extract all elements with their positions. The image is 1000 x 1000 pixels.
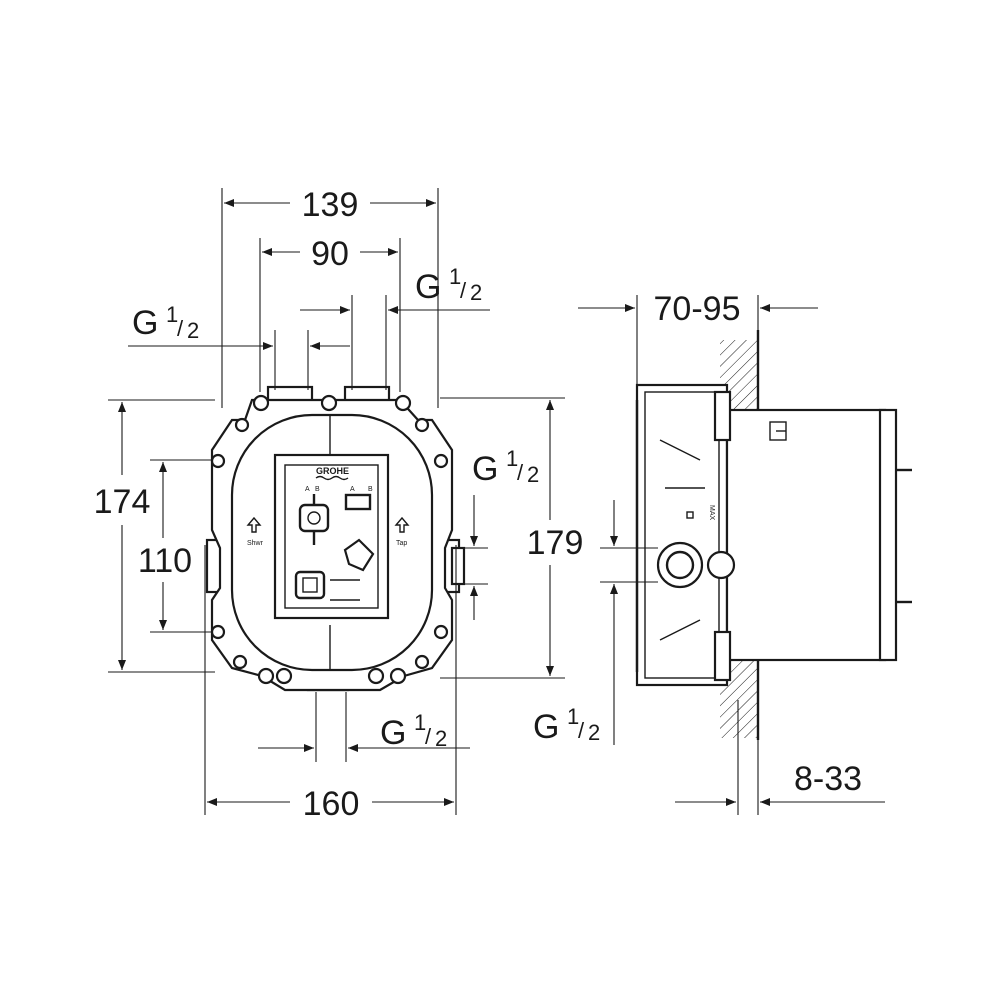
thread-bottom-side-den: 2 <box>588 720 600 745</box>
right-port-label: Tap <box>396 540 407 547</box>
dim-inlet-spacing: 90 <box>311 235 349 273</box>
dim-height-left: 174 <box>94 483 151 521</box>
valve-center-icon <box>307 511 321 525</box>
side-view: MAX <box>635 330 912 740</box>
thread-top-left-den: 2 <box>187 318 199 343</box>
side-max-label: MAX <box>708 505 715 521</box>
brand-logo: GROHE <box>316 466 349 476</box>
arrow-up-icon <box>394 516 410 533</box>
thread-bottom-side: G <box>533 708 559 746</box>
box-body <box>635 383 729 687</box>
svg-text:/: / <box>578 718 585 743</box>
thread-top-left-num: 1 <box>166 302 178 327</box>
thermostat-icon <box>294 570 326 600</box>
dim-width-bottom: 160 <box>303 785 360 823</box>
dimension-lines: 139 90 G 1 / 2 G 1 / 2 174 <box>94 186 885 823</box>
dim-width-top: 139 <box>302 186 359 224</box>
arrow-up-icon <box>246 516 262 533</box>
instruction-plate <box>273 453 390 620</box>
dim-height-right: 179 <box>527 524 584 562</box>
thread-right-side-num: 1 <box>506 446 518 471</box>
diverter-icon <box>344 493 372 511</box>
thread-bottom-front: G <box>380 714 406 752</box>
upper-lug <box>713 390 732 442</box>
thread-bottom-side-num: 1 <box>567 704 579 729</box>
thread-top-right-num: 1 <box>449 264 461 289</box>
thread-right-side-den: 2 <box>527 462 539 487</box>
thread-bottom-front-num: 1 <box>414 710 426 735</box>
thread-top-right-den: 2 <box>470 280 482 305</box>
thread-top-left: G <box>132 304 158 342</box>
svg-text:/: / <box>460 278 467 303</box>
dim-center-spacing: 110 <box>138 542 192 580</box>
hand-icon <box>343 538 375 572</box>
instruction-plate-inner <box>284 464 379 609</box>
dim-depth-range: 70-95 <box>654 290 741 328</box>
svg-text:/: / <box>517 460 524 485</box>
lower-lug <box>713 630 732 682</box>
thread-right-side: G <box>472 450 498 488</box>
plate-port-a2: A <box>350 486 355 493</box>
plate-port-a: A <box>305 486 310 493</box>
thread-bottom-front-den: 2 <box>435 726 447 751</box>
svg-text:/: / <box>177 316 184 341</box>
front-cap <box>878 408 898 662</box>
dim-wall-range: 8-33 <box>794 760 862 798</box>
wave-icon <box>315 475 349 481</box>
right-inlet-thread <box>450 546 466 586</box>
plate-port-b2: B <box>368 486 373 493</box>
cartridge-housing <box>725 408 887 662</box>
side-inlet <box>656 541 704 589</box>
mounting-holes <box>210 394 449 685</box>
front-view: Shwr Tap GROHE A B A B <box>205 385 466 692</box>
plate-port-b: B <box>315 486 320 493</box>
svg-text:/: / <box>425 724 432 749</box>
thread-top-right: G <box>415 268 441 306</box>
left-port-label: Shwr <box>247 540 264 547</box>
